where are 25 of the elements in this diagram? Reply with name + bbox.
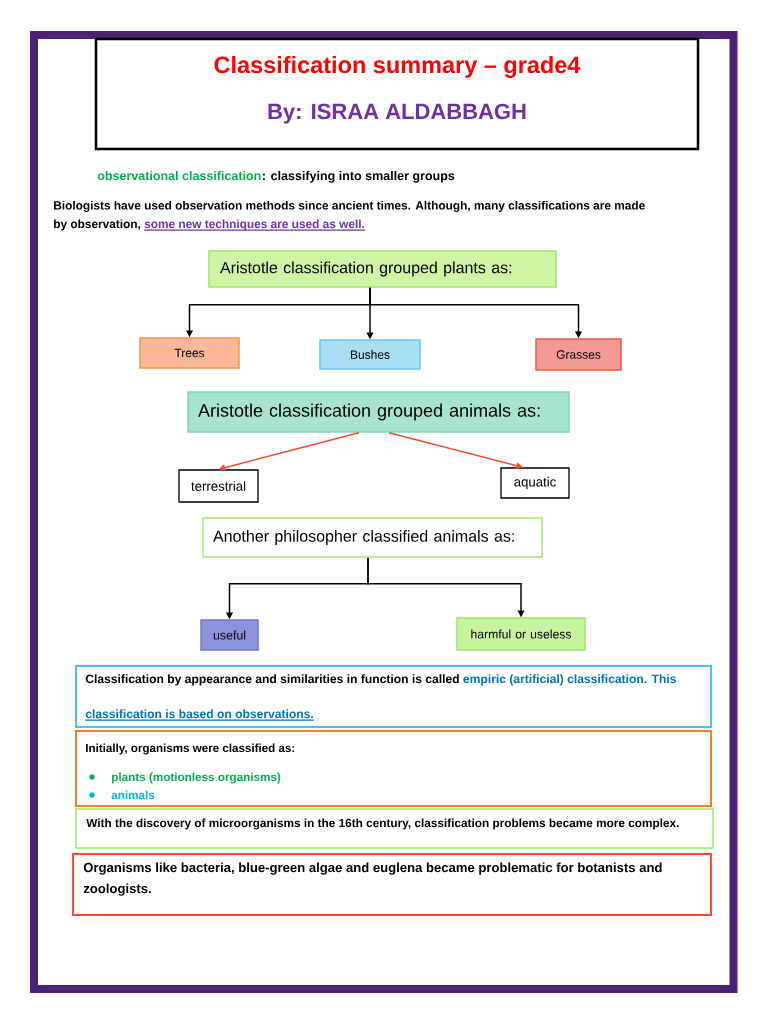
note-box: Organisms like bacteria, blue-green algae and euglena became problematic for botanists and zoologists. bbox=[72, 853, 712, 916]
list-item: animals bbox=[111, 790, 155, 800]
category-box: Bushes bbox=[319, 339, 421, 370]
list-heading: Initially, organisms were classified as: bbox=[86, 743, 295, 755]
term: observational classification bbox=[97, 170, 261, 181]
link: some new techniques are used as well. bbox=[143, 219, 366, 231]
title-box bbox=[94, 37, 700, 151]
definition-text: : classifying into smaller groups bbox=[263, 170, 455, 183]
note-box bbox=[75, 730, 712, 807]
category-box: aquatic bbox=[500, 467, 570, 499]
category-box: useful bbox=[200, 619, 259, 651]
author-name: By: ISRAA ALDABBAGH bbox=[268, 103, 526, 124]
heading-box: Aristotle classification grouped animals as: bbox=[187, 391, 570, 433]
category-box: Grasses bbox=[535, 338, 622, 371]
note-box: With the discovery of microorganisms in the 16th century, classification problems became more complex. bbox=[75, 808, 714, 849]
heading-box: Another philosopher classified animals as: bbox=[202, 517, 543, 558]
category-box: Trees bbox=[139, 337, 240, 369]
list-item: plants (motionless organisms) bbox=[112, 772, 281, 784]
title: Classification summary – grade4 bbox=[214, 56, 581, 78]
category-box: harmful or useless bbox=[456, 617, 586, 651]
category-box: terrestrial bbox=[178, 469, 259, 503]
paragraph-text: Biologists have used observation methods since ancient times. Although, many classifications are made by observation, some new techniques are used as well. bbox=[54, 200, 645, 231]
heading-box: Aristotle classification grouped plants as: bbox=[208, 250, 557, 288]
paragraph-text: Classification by appearance and similarities in function is called empiric (artificial) classification. This classification is based on observations. bbox=[84, 674, 676, 721]
note-box bbox=[75, 665, 712, 728]
